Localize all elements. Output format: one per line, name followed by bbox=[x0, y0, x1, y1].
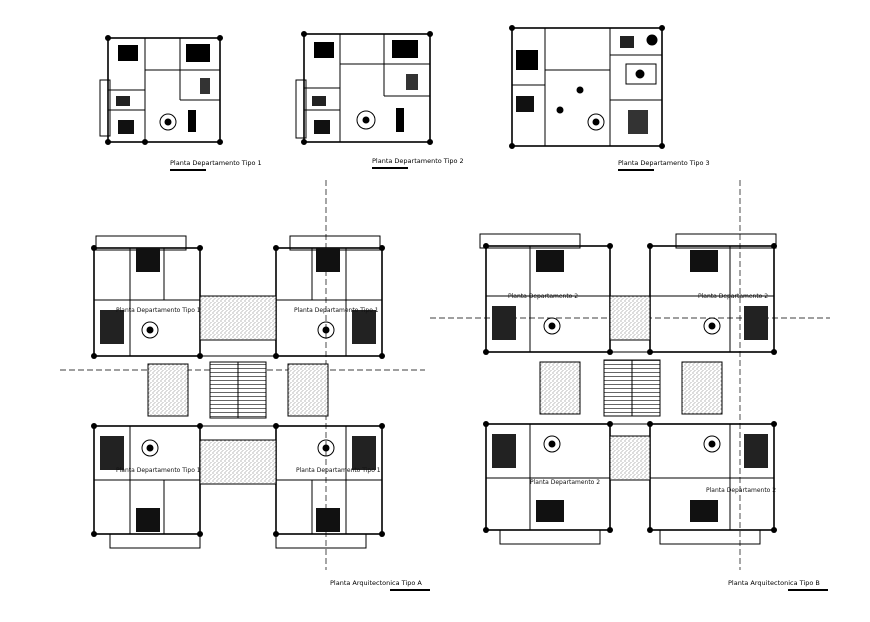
plan-departamento-tipo-2 bbox=[295, 31, 433, 145]
plan-departamento-tipo-1 bbox=[99, 35, 223, 145]
room-label: Planta Departamento 2 bbox=[698, 293, 769, 300]
caption-tipo-3: Planta Departamento Tipo 3 bbox=[618, 159, 710, 171]
room-label: Planta Departamento Tipo 1 bbox=[116, 467, 201, 474]
caption-arquitectonica-a: Planta Arquitectonica Tipo A bbox=[330, 579, 430, 591]
caption-tipo-2: Planta Departamento Tipo 2 bbox=[372, 157, 464, 169]
room-label: Planta Departamento Tipo 1 bbox=[294, 307, 379, 314]
caption-arquitectonica-b: Planta Arquitectonica Tipo B bbox=[728, 579, 828, 591]
room-label: Planta Departamento 2 bbox=[530, 479, 601, 486]
caption-underline bbox=[618, 168, 654, 171]
caption-underline bbox=[372, 166, 408, 169]
room-label: Planta Departamento Tipo 1 bbox=[296, 467, 381, 474]
plan-arquitectonica-tipo-b bbox=[430, 180, 830, 570]
caption-text: Planta Arquitectonica Tipo B bbox=[728, 579, 820, 587]
caption-tipo-1: Planta Departamento Tipo 1 bbox=[170, 159, 262, 171]
caption-text: Planta Arquitectonica Tipo A bbox=[330, 579, 422, 587]
plan-departamento-tipo-3 bbox=[509, 25, 665, 149]
room-label: Planta Departamento 2 bbox=[508, 293, 579, 300]
caption-underline bbox=[390, 588, 430, 591]
caption-underline bbox=[170, 168, 206, 171]
room-label: Planta Departamento Tipo 1 bbox=[116, 307, 201, 314]
room-label: Planta Departamento 2 bbox=[706, 487, 777, 494]
plan-arquitectonica-tipo-a bbox=[60, 180, 425, 570]
caption-text: Planta Departamento Tipo 2 bbox=[372, 157, 464, 165]
caption-text: Planta Departamento Tipo 1 bbox=[170, 159, 262, 167]
caption-text: Planta Departamento Tipo 3 bbox=[618, 159, 710, 167]
caption-underline bbox=[788, 588, 828, 591]
